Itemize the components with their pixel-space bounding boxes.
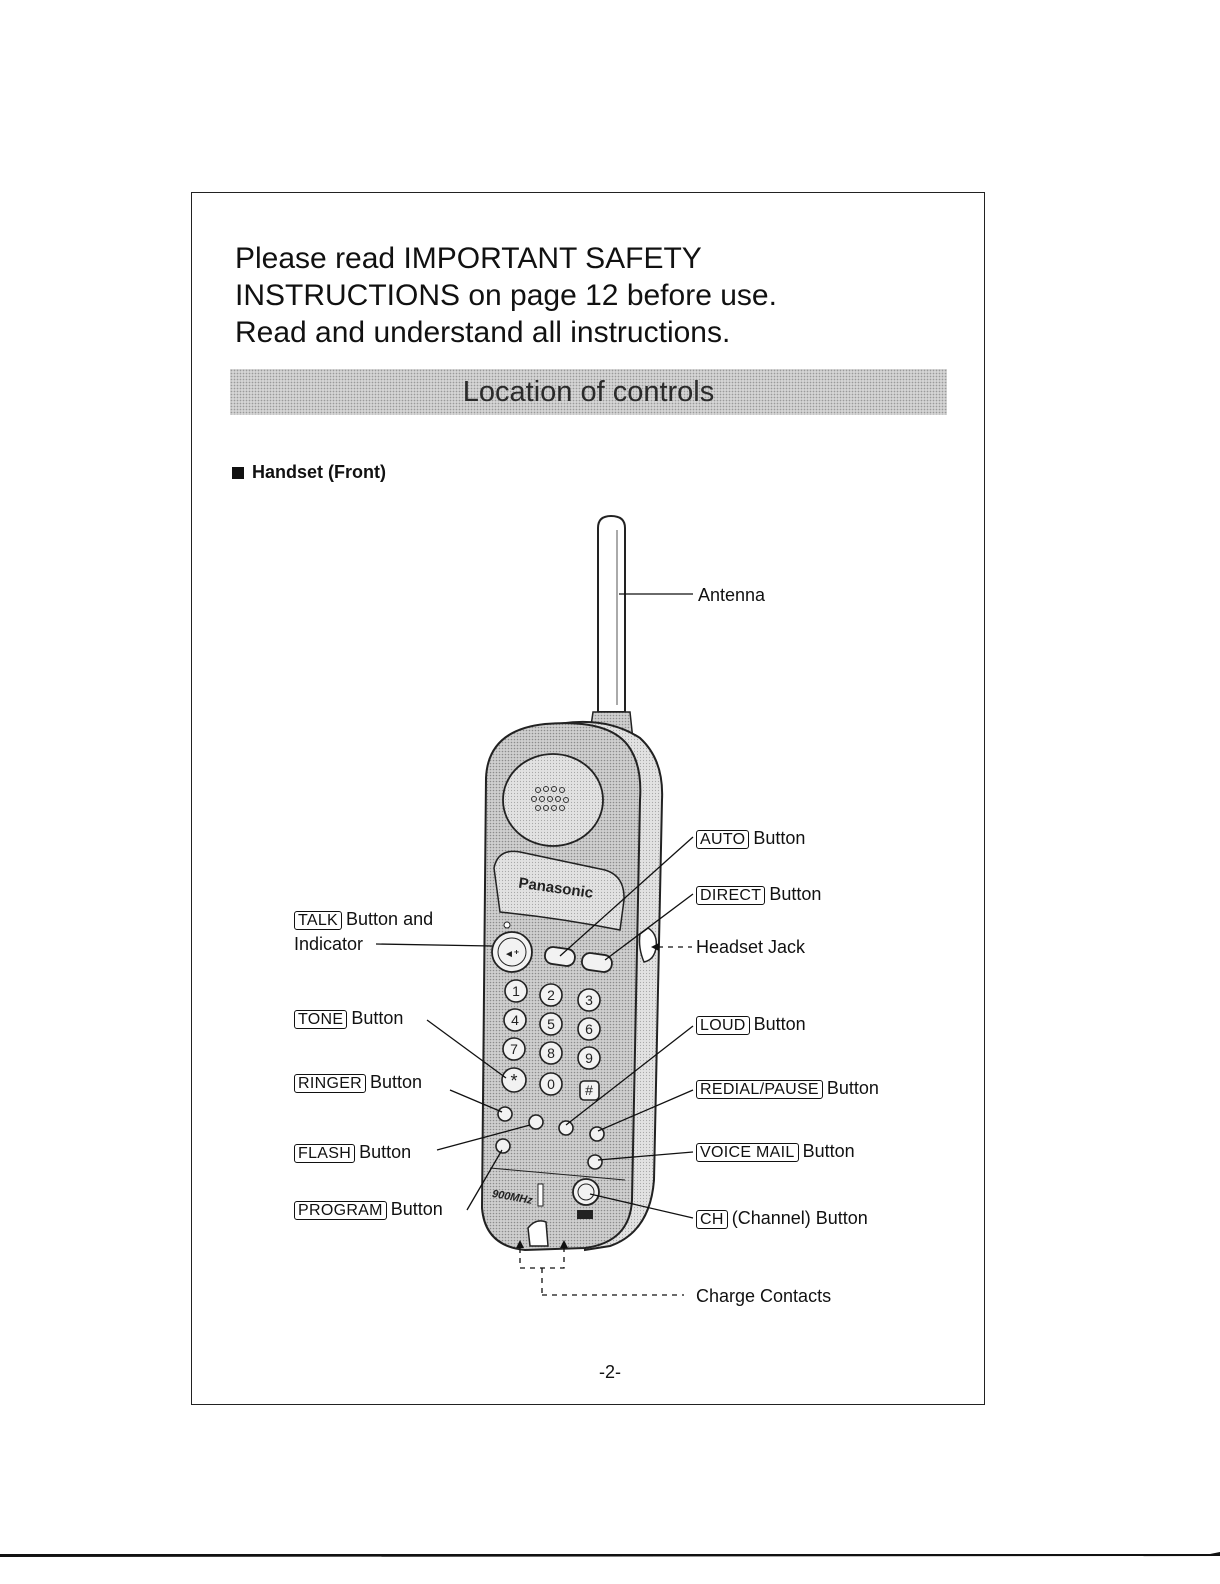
function-buttons [495,1106,605,1170]
svg-text:2: 2 [547,987,555,1003]
auto-text: Button [753,828,806,848]
talk-key: TALK [294,911,343,930]
page-number: -2- [599,1362,621,1382]
svg-text:◄⁺: ◄⁺ [504,949,519,960]
direct-key: DIRECT [696,886,766,905]
svg-text:6: 6 [585,1021,593,1037]
safety-notice-line-2: INSTRUCTIONS on page 12 before use. [235,279,777,312]
earpiece [502,753,604,847]
svg-text:4: 4 [511,1012,519,1028]
svg-text:7: 7 [510,1041,518,1057]
safety-notice: Please read IMPORTANT SAFETY INSTRUCTION… [235,240,955,351]
redial-pause-text: Button [826,1078,879,1098]
voice-mail-key: VOICE MAIL [696,1143,799,1162]
section-banner: Location of controls [230,369,947,415]
direct-button-graphic [581,952,613,973]
charge-contacts-label: Charge Contacts [696,1286,832,1306]
charge-contacts-graphic [527,1220,549,1247]
direct-text: Button [769,884,822,904]
loud-text: Button [753,1014,806,1034]
redial-pause-key: REDIAL/PAUSE [696,1080,823,1099]
channel-text: (Channel) Button [731,1208,868,1228]
talk-text: Button and [346,909,434,929]
voice-mail-text: Button [802,1141,855,1161]
svg-text:5: 5 [547,1016,555,1032]
auto-key: AUTO [696,830,750,849]
square-bullet-icon [232,466,244,479]
safety-notice-line-1: Please read IMPORTANT SAFETY [235,242,702,275]
svg-text:9: 9 [585,1050,593,1066]
headset-jack-graphic [638,927,658,963]
keypad [501,979,601,1101]
safety-notice-line-3: Read and understand all instructions. [235,316,731,349]
program-text: Button [390,1199,443,1219]
flash-text: Button [359,1142,412,1162]
headset-jack-label: Headset Jack [696,937,806,957]
loud-key: LOUD [696,1016,750,1035]
talk-button-graphic: ◄⁺ [491,921,533,973]
ringer-key: RINGER [294,1074,367,1093]
svg-text:#: # [585,1082,593,1098]
banner-title: Location of controls [462,375,715,408]
dashed-leader-lines [519,946,692,1296]
ringer-text: Button [370,1072,423,1092]
leader-lines [375,593,694,1219]
svg-text:8: 8 [547,1045,555,1061]
antenna-label: Antenna [698,585,766,605]
footer-rule [0,1552,1220,1557]
flash-key: FLASH [294,1144,356,1163]
tone-key: TONE [294,1010,348,1029]
tone-text: Button [351,1008,404,1028]
svg-text:0: 0 [547,1076,555,1092]
svg-text:3: 3 [585,992,593,1008]
svg-text:1: 1 [512,983,520,999]
talk-indicator-label: Indicator [294,934,364,954]
keypad-digits: 1 2 3 4 5 6 7 8 9 * 0 # [510,983,593,1098]
channel-button-graphic [572,1178,600,1219]
page-frame [191,192,985,1405]
subsection-heading: Handset (Front) [232,462,386,483]
channel-button-label: CH(Channel) Button [696,1207,868,1229]
brand-panel: Panasonic [493,850,625,931]
antenna [588,514,634,741]
channel-key: CH [696,1210,728,1229]
program-key: PROGRAM [294,1201,387,1220]
auto-button-graphic [544,946,576,967]
subsection-title: Handset (Front) [252,462,386,482]
svg-text:*: * [510,1071,517,1091]
